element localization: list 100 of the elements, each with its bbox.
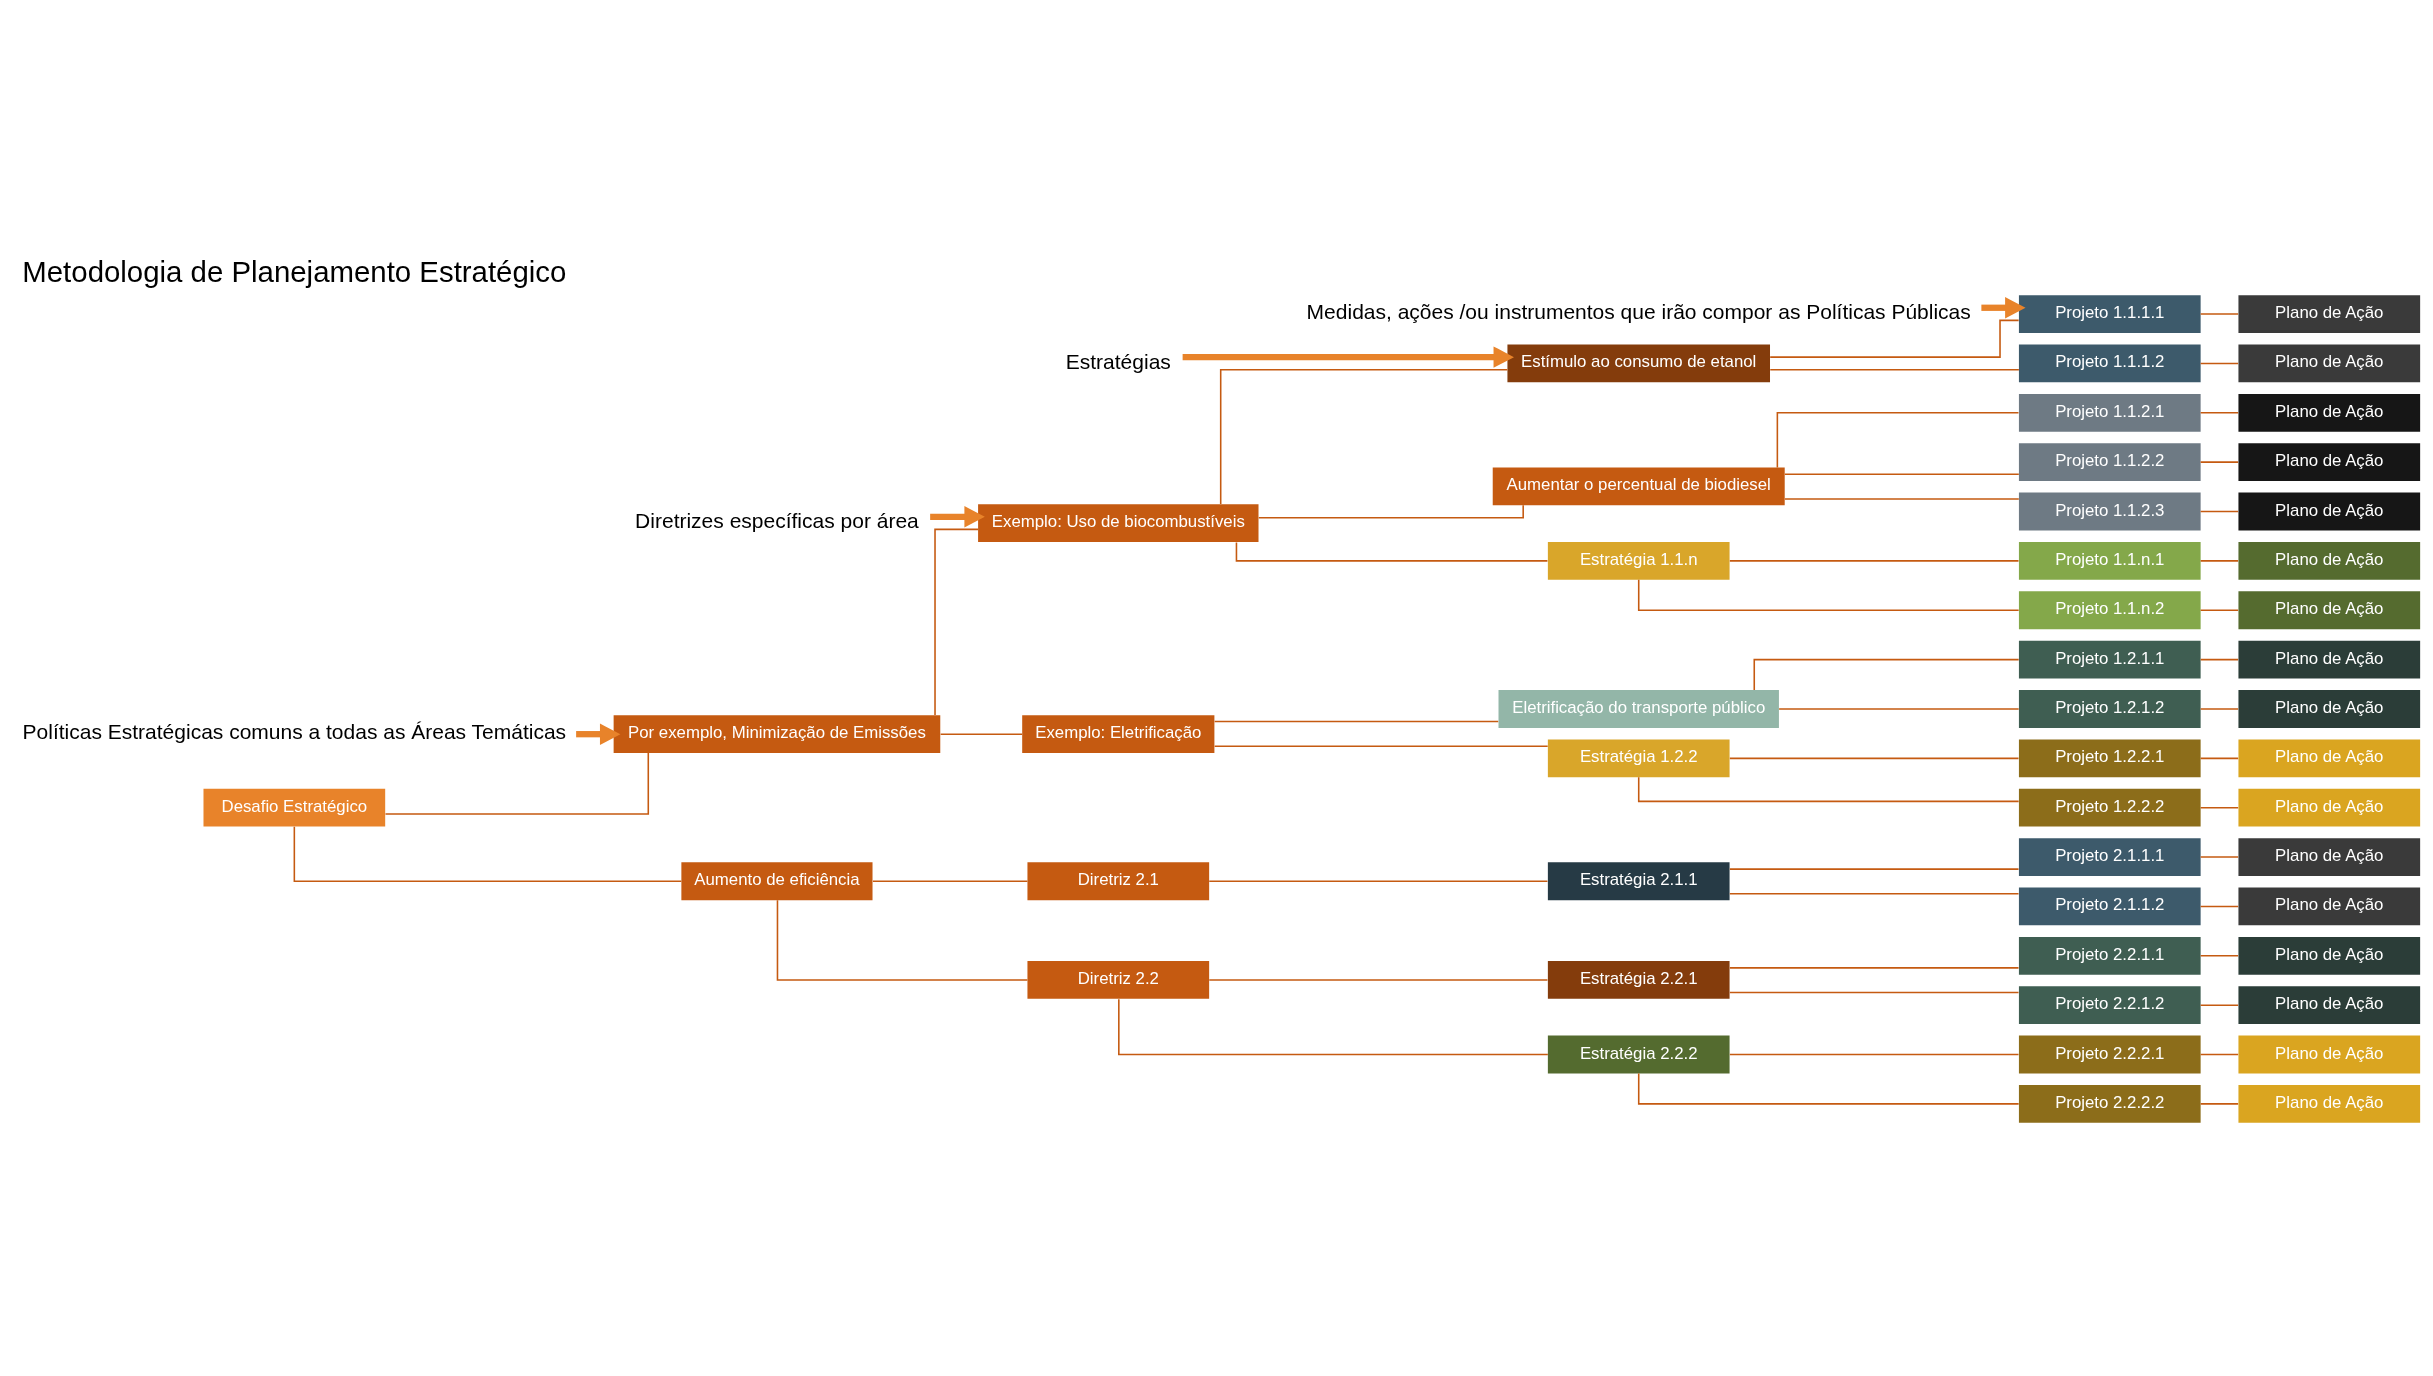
node-text: Políticas Estratégicas comuns a todas as Áreas Temáticas (22, 719, 567, 743)
connector (1784, 497, 2020, 500)
connector (1219, 368, 1509, 505)
connector (934, 528, 979, 716)
connector (2199, 411, 2239, 414)
arrow (1182, 345, 1514, 368)
node-box: Projeto 1.1.2.3 (2018, 492, 2201, 530)
node-box: Estratégia 2.2.2 (1547, 1035, 1730, 1073)
connector (1208, 879, 1549, 882)
connector (1729, 559, 2020, 562)
node-box: Estímulo ao consumo de etanol (1507, 344, 1770, 382)
node-box: Plano de Ação (2238, 442, 2421, 481)
node-box: Estratégia 1.1.n (1547, 541, 1730, 580)
node-box: Plano de Ação (2238, 640, 2421, 678)
node-box: Plano de Ação (2238, 294, 2421, 333)
connector (1753, 658, 2020, 691)
node-box: Plano de Ação (2238, 541, 2421, 580)
node-box: Projeto 2.2.1.1 (2018, 936, 2201, 975)
node-box: Plano de Ação (2238, 1035, 2421, 1073)
connector (2199, 806, 2239, 808)
node-box: Eletrificação do transporte público (1498, 689, 1779, 728)
node-box: Projeto 1.1.n.1 (2018, 541, 2201, 580)
diagram-title: Metodologia de Planejamento Estratégico (22, 254, 567, 288)
node-box: Plano de Ação (2238, 689, 2421, 728)
connector (1729, 966, 2020, 969)
connector (2199, 954, 2239, 957)
connector (939, 732, 1023, 735)
connector (2199, 362, 2239, 364)
node-box: Projeto 1.2.1.1 (2018, 640, 2201, 678)
connector (2199, 312, 2239, 315)
connector (2199, 1102, 2239, 1105)
node-box: Plano de Ação (2238, 837, 2421, 876)
node-text: Estratégias (1065, 349, 1171, 373)
node-box: Plano de Ação (2238, 344, 2421, 382)
node-box: Projeto 1.1.n.2 (2018, 590, 2201, 629)
connector (1258, 504, 1524, 519)
node-box: Projeto 2.2.1.2 (2018, 985, 2201, 1024)
connector (1637, 578, 2020, 611)
connector (2199, 905, 2239, 907)
node-box: Projeto 2.1.1.1 (2018, 837, 2201, 876)
connector (1213, 720, 1499, 722)
connector (2199, 707, 2239, 710)
node-box: Exemplo: Uso de biocombustíveis (978, 503, 1259, 542)
node-box: Aumento de eficiência (681, 861, 873, 900)
connector (2199, 1053, 2239, 1055)
connector (1769, 319, 2020, 358)
arrow (930, 505, 985, 527)
connector (1729, 1053, 2020, 1055)
node-box: Projeto 1.1.1.2 (2018, 344, 2201, 382)
connector (2199, 658, 2239, 660)
node-box: Exemplo: Eletrificação (1022, 714, 1215, 753)
node-box: Projeto 2.1.1.2 (2018, 887, 2201, 925)
connector (776, 898, 1029, 981)
node-box: Plano de Ação (2238, 738, 2421, 777)
connector (1235, 541, 1549, 562)
node-box: Plano de Ação (2238, 1084, 2421, 1123)
connector (1729, 991, 2020, 993)
node-box: Plano de Ação (2238, 936, 2421, 975)
node-box: Por exemplo, Minimização de Emissões (613, 714, 941, 753)
connector (2199, 608, 2239, 611)
node-box: Projeto 2.2.2.2 (2018, 1084, 2201, 1123)
connector (1729, 867, 2020, 870)
arrow (1981, 296, 2026, 318)
connector (2199, 757, 2239, 759)
node-box: Plano de Ação (2238, 887, 2421, 925)
connector (2199, 559, 2239, 562)
connector (1213, 745, 1549, 747)
node-text: Diretrizes específicas por área (635, 508, 919, 532)
node-box: Projeto 2.2.2.1 (2018, 1035, 2201, 1073)
node-text: Medidas, ações /ou instrumentos que irão compor as Políticas Públicas (1306, 299, 1971, 323)
node-box: Desafio Estratégico (203, 788, 386, 827)
connector (1729, 757, 2020, 759)
connector (1784, 472, 2020, 475)
node-box: Estratégia 2.2.1 (1547, 960, 1730, 999)
node-box: Plano de Ação (2238, 492, 2421, 530)
connector (2199, 460, 2239, 463)
connector (1208, 978, 1549, 981)
node-box: Projeto 1.2.2.1 (2018, 738, 2201, 777)
connector (384, 751, 650, 815)
connector (1729, 892, 2020, 895)
node-box: Plano de Ação (2238, 788, 2421, 827)
node-box: Plano de Ação (2238, 393, 2421, 432)
node-box: Projeto 1.2.1.2 (2018, 689, 2201, 728)
node-box: Estratégia 1.2.2 (1547, 738, 1730, 777)
connector (2199, 510, 2239, 512)
connector (1778, 707, 2020, 710)
node-box: Plano de Ação (2238, 590, 2421, 629)
node-box: Diretriz 2.2 (1027, 960, 1210, 999)
node-box: Projeto 1.2.2.2 (2018, 788, 2201, 827)
node-box: Plano de Ação (2238, 985, 2421, 1024)
connector (2199, 855, 2239, 858)
node-box: Projeto 1.1.2.2 (2018, 442, 2201, 481)
node-box: Estratégia 2.1.1 (1547, 861, 1730, 900)
node-box: Projeto 1.1.1.1 (2018, 294, 2201, 333)
connector (1776, 411, 2020, 468)
connector (872, 879, 1029, 882)
connector (1769, 368, 2020, 371)
connector (1118, 997, 1549, 1055)
connector (293, 825, 683, 882)
connector (1637, 1072, 2020, 1105)
